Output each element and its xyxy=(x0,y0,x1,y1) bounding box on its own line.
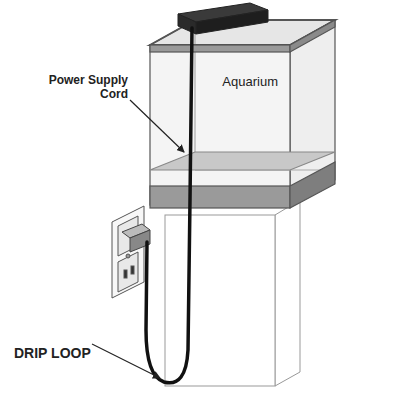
drip-loop-label: DRIP LOOP xyxy=(14,345,134,361)
wall-outlet xyxy=(112,206,150,298)
leader-arrow xyxy=(92,344,160,378)
tank-label: Aquarium xyxy=(150,74,278,89)
power-cord xyxy=(146,28,192,383)
tank xyxy=(150,20,335,208)
cord-label: Power Supply Cord xyxy=(28,74,128,102)
leader-arrow xyxy=(130,100,184,152)
tank-region: Aquarium xyxy=(150,52,290,186)
stand xyxy=(165,200,300,386)
